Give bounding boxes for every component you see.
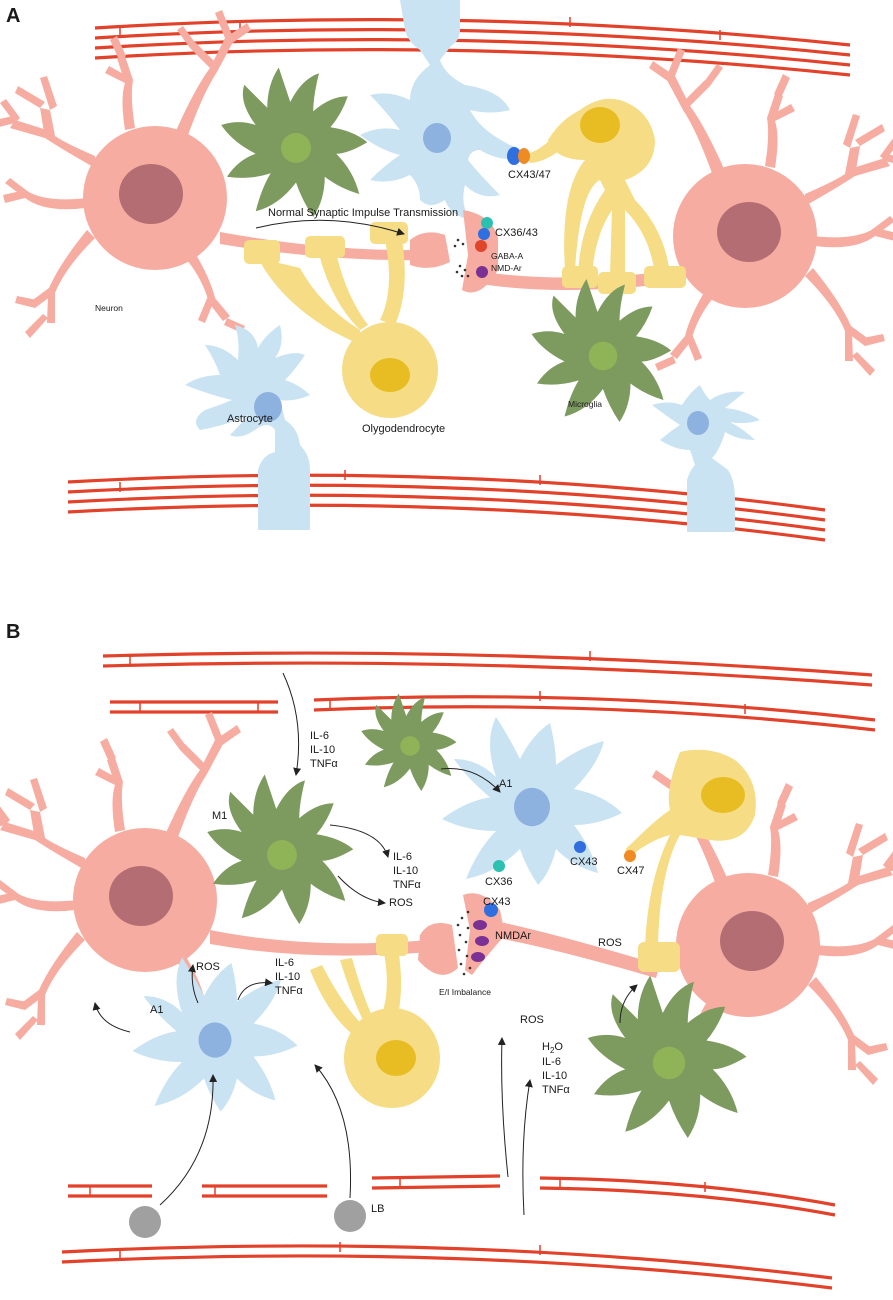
label-cx47-b: CX47 <box>617 865 645 877</box>
astrocyte-bottom-right-a <box>652 385 760 532</box>
cx43-channel-a <box>507 147 521 165</box>
label-oligodendrocyte: Olygodendrocyte <box>362 423 445 435</box>
svg-text:TNFα: TNFα <box>310 758 338 770</box>
cx43-astro-channel-b <box>574 841 586 853</box>
blood-vessel-top-b <box>102 651 876 732</box>
cx47-channel-a <box>518 148 530 164</box>
blood-vessel-bottom-b <box>61 1174 836 1290</box>
neurotransmitter-dots-a <box>453 238 470 278</box>
svg-text:H2O: H2O <box>542 1041 563 1055</box>
arrow-m1-cytokines <box>329 824 390 858</box>
svg-text:IL-6: IL-6 <box>542 1056 561 1068</box>
label-cx36-b: CX36 <box>485 876 513 888</box>
cytokines-m1-b: IL-6 IL-10 TNFα <box>393 851 421 891</box>
svg-text:TNFα: TNFα <box>542 1084 570 1096</box>
label-a1-top: A1 <box>499 778 512 790</box>
label-gaba-a: GABA-A <box>491 251 523 261</box>
svg-text:IL-10: IL-10 <box>275 971 300 983</box>
svg-text:IL-10: IL-10 <box>310 744 335 756</box>
arrow-astro-to-neuron <box>92 1002 131 1033</box>
svg-text:IL-10: IL-10 <box>542 1070 567 1082</box>
label-a1-left: A1 <box>150 1004 163 1016</box>
cx36-channel-a <box>481 217 493 229</box>
label-ros-axon: ROS <box>598 937 622 949</box>
label-cx43-synapse-b: CX43 <box>483 896 511 908</box>
lewy-body-right <box>334 1200 366 1232</box>
svg-text:IL-10: IL-10 <box>393 865 418 877</box>
label-ei-imbalance: E/I Imbalance <box>439 987 491 997</box>
panel-a-letter: A <box>6 5 20 27</box>
svg-text:IL-6: IL-6 <box>310 730 329 742</box>
arrow-astro-ros <box>188 964 199 1004</box>
arrow-ros-up <box>497 1037 509 1178</box>
label-lb: LB <box>371 1203 384 1215</box>
neuron-left-b <box>0 712 241 1040</box>
svg-text:TNFα: TNFα <box>275 985 303 997</box>
label-nmdar-b: NMDAr <box>495 930 531 942</box>
neuron-left-a <box>0 10 251 338</box>
blood-vessel-top-a <box>94 17 851 77</box>
astrocyte-left-b <box>132 957 298 1112</box>
lewy-body-left <box>129 1206 161 1238</box>
svg-text:IL-6: IL-6 <box>393 851 412 863</box>
arrow-vessel-to-m1 <box>282 672 302 776</box>
label-microglia: Microglia <box>568 399 602 409</box>
cx36-channel-b <box>493 860 505 872</box>
oligodendrocyte-right-a <box>525 98 686 294</box>
label-m1-ros: ROS <box>389 897 413 909</box>
label-neuron: Neuron <box>95 303 123 313</box>
arrow-m1-ros <box>337 875 386 907</box>
neurotransmitter-dots-b <box>456 910 472 976</box>
label-ros-mid: ROS <box>520 1014 544 1026</box>
arrow-cytokines-up <box>522 1079 533 1216</box>
nmda-receptor-a <box>476 266 488 278</box>
astrocyte-bottom-left-a <box>185 325 310 530</box>
cytokines-mid-b: IL-6 IL-10 TNFα <box>542 1056 570 1096</box>
label-astrocyte: Astrocyte <box>227 413 273 425</box>
neuron-right-a <box>649 48 893 376</box>
arrow-lb-to-astro <box>159 1074 218 1206</box>
label-m1: M1 <box>212 810 227 822</box>
label-water: H2O <box>542 1041 563 1055</box>
svg-text:IL-6: IL-6 <box>275 957 294 969</box>
arrow-astro-cytokines <box>237 978 273 1001</box>
gaba-receptor-a <box>475 240 487 252</box>
label-nmda-a: NMD-Ar <box>491 263 522 273</box>
cx43-synapse-channel-b <box>484 903 498 917</box>
arrow-microglia-to-a1 <box>440 767 501 793</box>
nmda-receptor-b-1 <box>473 920 487 930</box>
nmda-receptor-b-2 <box>475 936 489 946</box>
cytokines-top-b: IL-6 IL-10 TNFα <box>310 730 338 770</box>
label-cx43-astro-b: CX43 <box>570 856 598 868</box>
oligodendrocyte-right-b <box>625 749 756 972</box>
oligodendrocyte-left-b <box>310 934 440 1108</box>
panel-b-letter: B <box>6 621 20 643</box>
cx47-channel-b <box>624 850 636 862</box>
label-cx36-43: CX36/43 <box>495 227 538 239</box>
svg-text:TNFα: TNFα <box>393 879 421 891</box>
astrocyte-top-a <box>360 0 530 220</box>
cx43-synapse-channel-a <box>478 228 490 240</box>
microglia-top-a <box>221 67 368 217</box>
arrow-microglia-to-oligo <box>619 984 638 1024</box>
microglia-m1-b <box>207 774 354 924</box>
nmda-receptor-b-3 <box>471 952 485 962</box>
arrow-lb-to-astro-2 <box>314 1064 352 1199</box>
label-astro-ros: ROS <box>196 961 220 973</box>
cytokines-astro-b: IL-6 IL-10 TNFα <box>275 957 303 997</box>
label-cx43-47: CX43/47 <box>508 169 551 181</box>
transmission-arrow <box>255 219 405 236</box>
label-transmission: Normal Synaptic Impulse Transmission <box>268 207 458 219</box>
